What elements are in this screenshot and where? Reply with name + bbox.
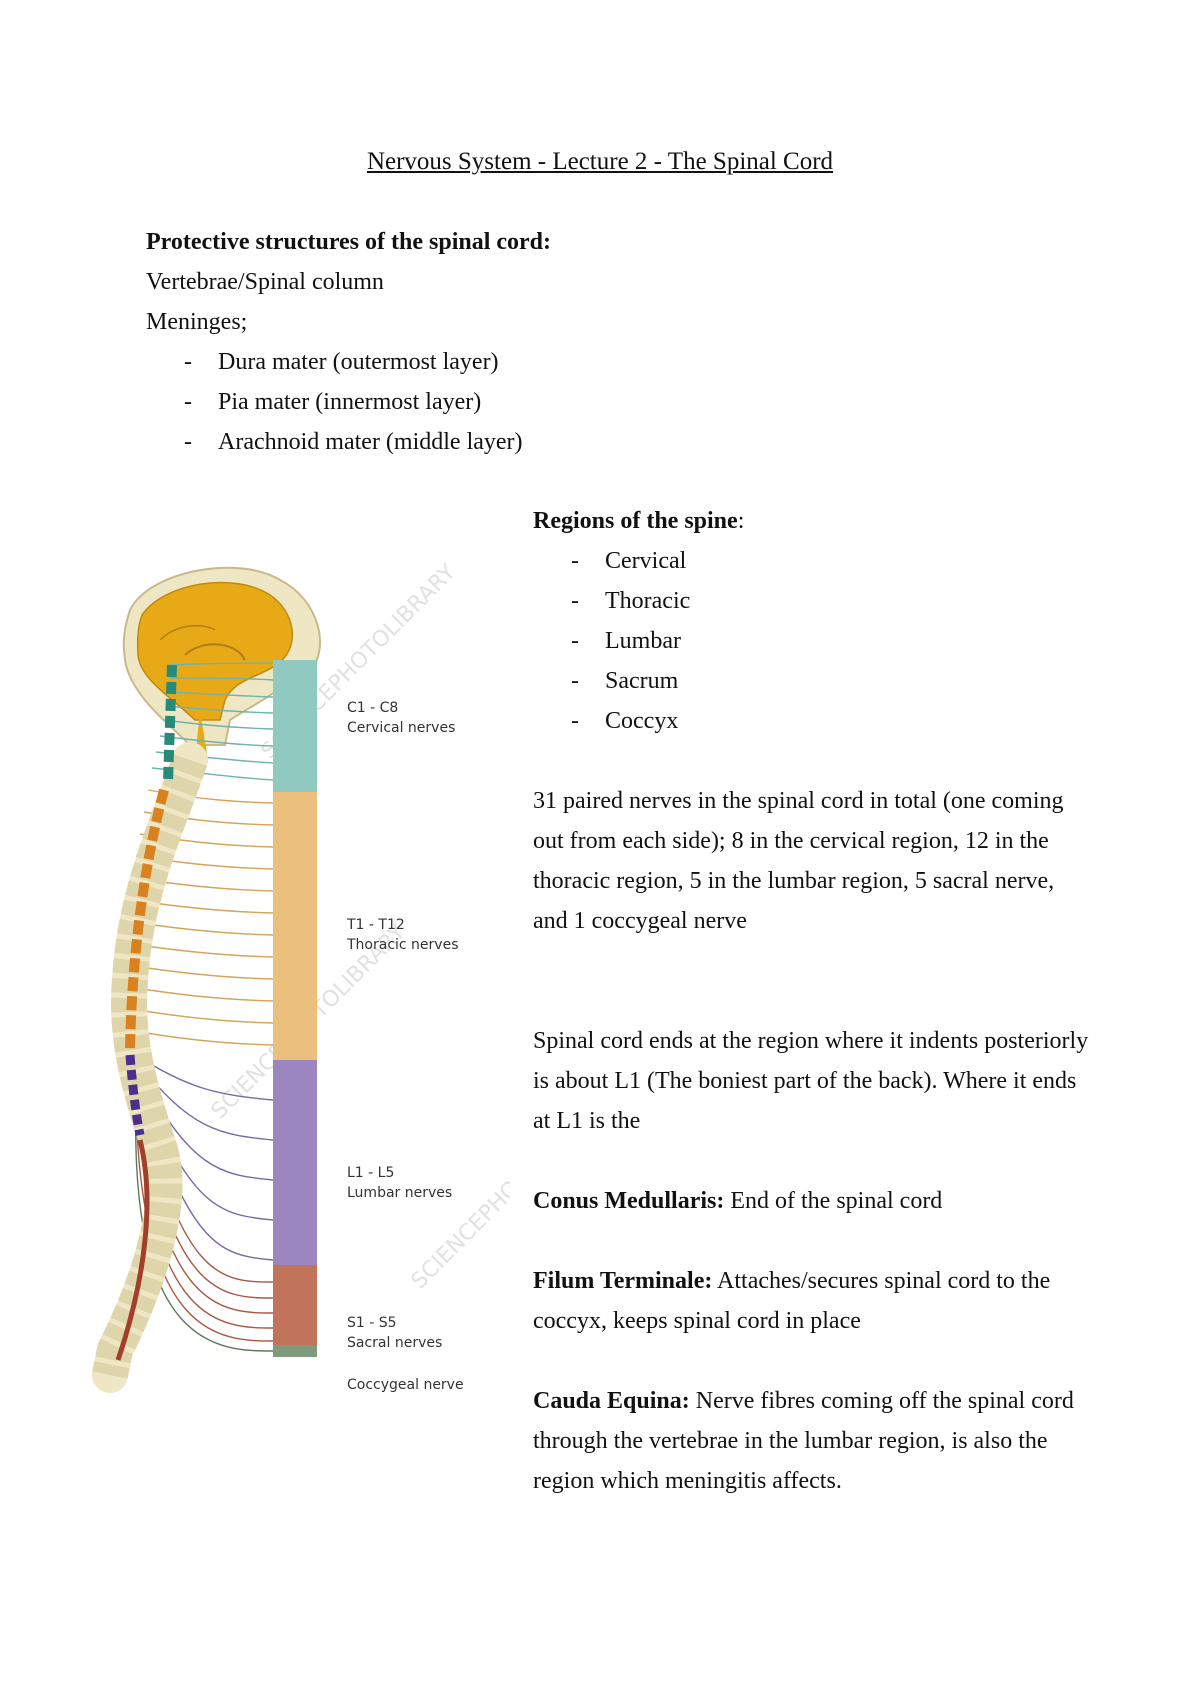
page-title: Nervous System - Lecture 2 - The Spinal …: [366, 148, 834, 175]
conus-medullaris-paragraph: Conus Medullaris: End of the spinal cord: [533, 1188, 943, 1214]
spinal-column-line: Vertebrae/Spinal column: [146, 269, 384, 295]
list-bullet: -: [571, 708, 579, 734]
regions-heading: Regions of the spine:: [533, 508, 745, 534]
spinal-nerves-diagram: SCIENCEPHOTOLIBRARY SCIENCEPHOTOLIBRARY …: [92, 560, 510, 1393]
meninges-item: Arachnoid mater (middle layer): [218, 429, 523, 455]
list-bullet: -: [571, 668, 579, 694]
sacral-range-label: S1 - S5: [347, 1315, 397, 1331]
lumbar-name-label: Lumbar nerves: [347, 1185, 452, 1201]
list-bullet: -: [184, 349, 192, 375]
coccygeal-bar: [273, 1345, 317, 1357]
region-item: Coccyx: [605, 708, 679, 734]
regions-list: -Cervical -Thoracic -Lumbar -Sacrum -Coc…: [533, 541, 690, 741]
list-bullet: -: [184, 429, 192, 455]
nerves-paragraph: 31 paired nerves in the spinal cord in t…: [533, 788, 1064, 934]
cauda-term: Cauda Equina:: [533, 1388, 690, 1414]
cervical-name-label: Cervical nerves: [347, 720, 455, 736]
meninges-list: -Dura mater (outermost layer) -Pia mater…: [146, 342, 523, 462]
list-bullet: -: [571, 588, 579, 614]
list-item: -Cervical: [533, 541, 690, 581]
list-item: -Coccyx: [533, 701, 690, 741]
thoracic-range-label: T1 - T12: [346, 917, 405, 933]
region-item: Sacrum: [605, 668, 679, 694]
region-item: Cervical: [605, 548, 687, 574]
cervical-bar: [273, 660, 317, 792]
cauda-equina-paragraph: Cauda Equina: Nerve fibres coming off th…: [533, 1388, 1074, 1494]
list-item: -Thoracic: [533, 581, 690, 621]
region-item: Lumbar: [605, 628, 681, 654]
thoracic-bar: [273, 792, 317, 1060]
list-item: -Dura mater (outermost layer): [146, 342, 523, 382]
coccygeal-name-label: Coccygeal nerve: [347, 1377, 464, 1393]
list-item: -Sacrum: [533, 661, 690, 701]
protective-heading: Protective structures of the spinal cord…: [146, 229, 552, 255]
list-bullet: -: [184, 389, 192, 415]
list-item: -Arachnoid mater (middle layer): [146, 422, 523, 462]
filum-terminale-paragraph: Filum Terminale: Attaches/secures spinal…: [533, 1268, 1051, 1334]
meninges-item: Pia mater (innermost layer): [218, 389, 482, 415]
lumbar-range-label: L1 - L5: [347, 1165, 394, 1181]
cervical-range-label: C1 - C8: [347, 700, 398, 716]
sacral-bar: [273, 1265, 317, 1345]
meninges-item: Dura mater (outermost layer): [218, 349, 499, 375]
list-bullet: -: [571, 548, 579, 574]
spine-column: [92, 664, 208, 1393]
filum-term: Filum Terminale:: [533, 1268, 713, 1294]
thoracic-name-label: Thoracic nerves: [346, 937, 459, 953]
region-item: Thoracic: [605, 588, 691, 614]
list-item: -Pia mater (innermost layer): [146, 382, 523, 422]
list-item: -Lumbar: [533, 621, 690, 661]
meninges-line: Meninges;: [146, 309, 248, 335]
list-bullet: -: [571, 628, 579, 654]
cord-end-paragraph: Spinal cord ends at the region where it …: [533, 1028, 1089, 1134]
sacral-name-label: Sacral nerves: [347, 1335, 442, 1351]
conus-term: Conus Medullaris:: [533, 1188, 725, 1214]
lumbar-bar: [273, 1060, 317, 1265]
